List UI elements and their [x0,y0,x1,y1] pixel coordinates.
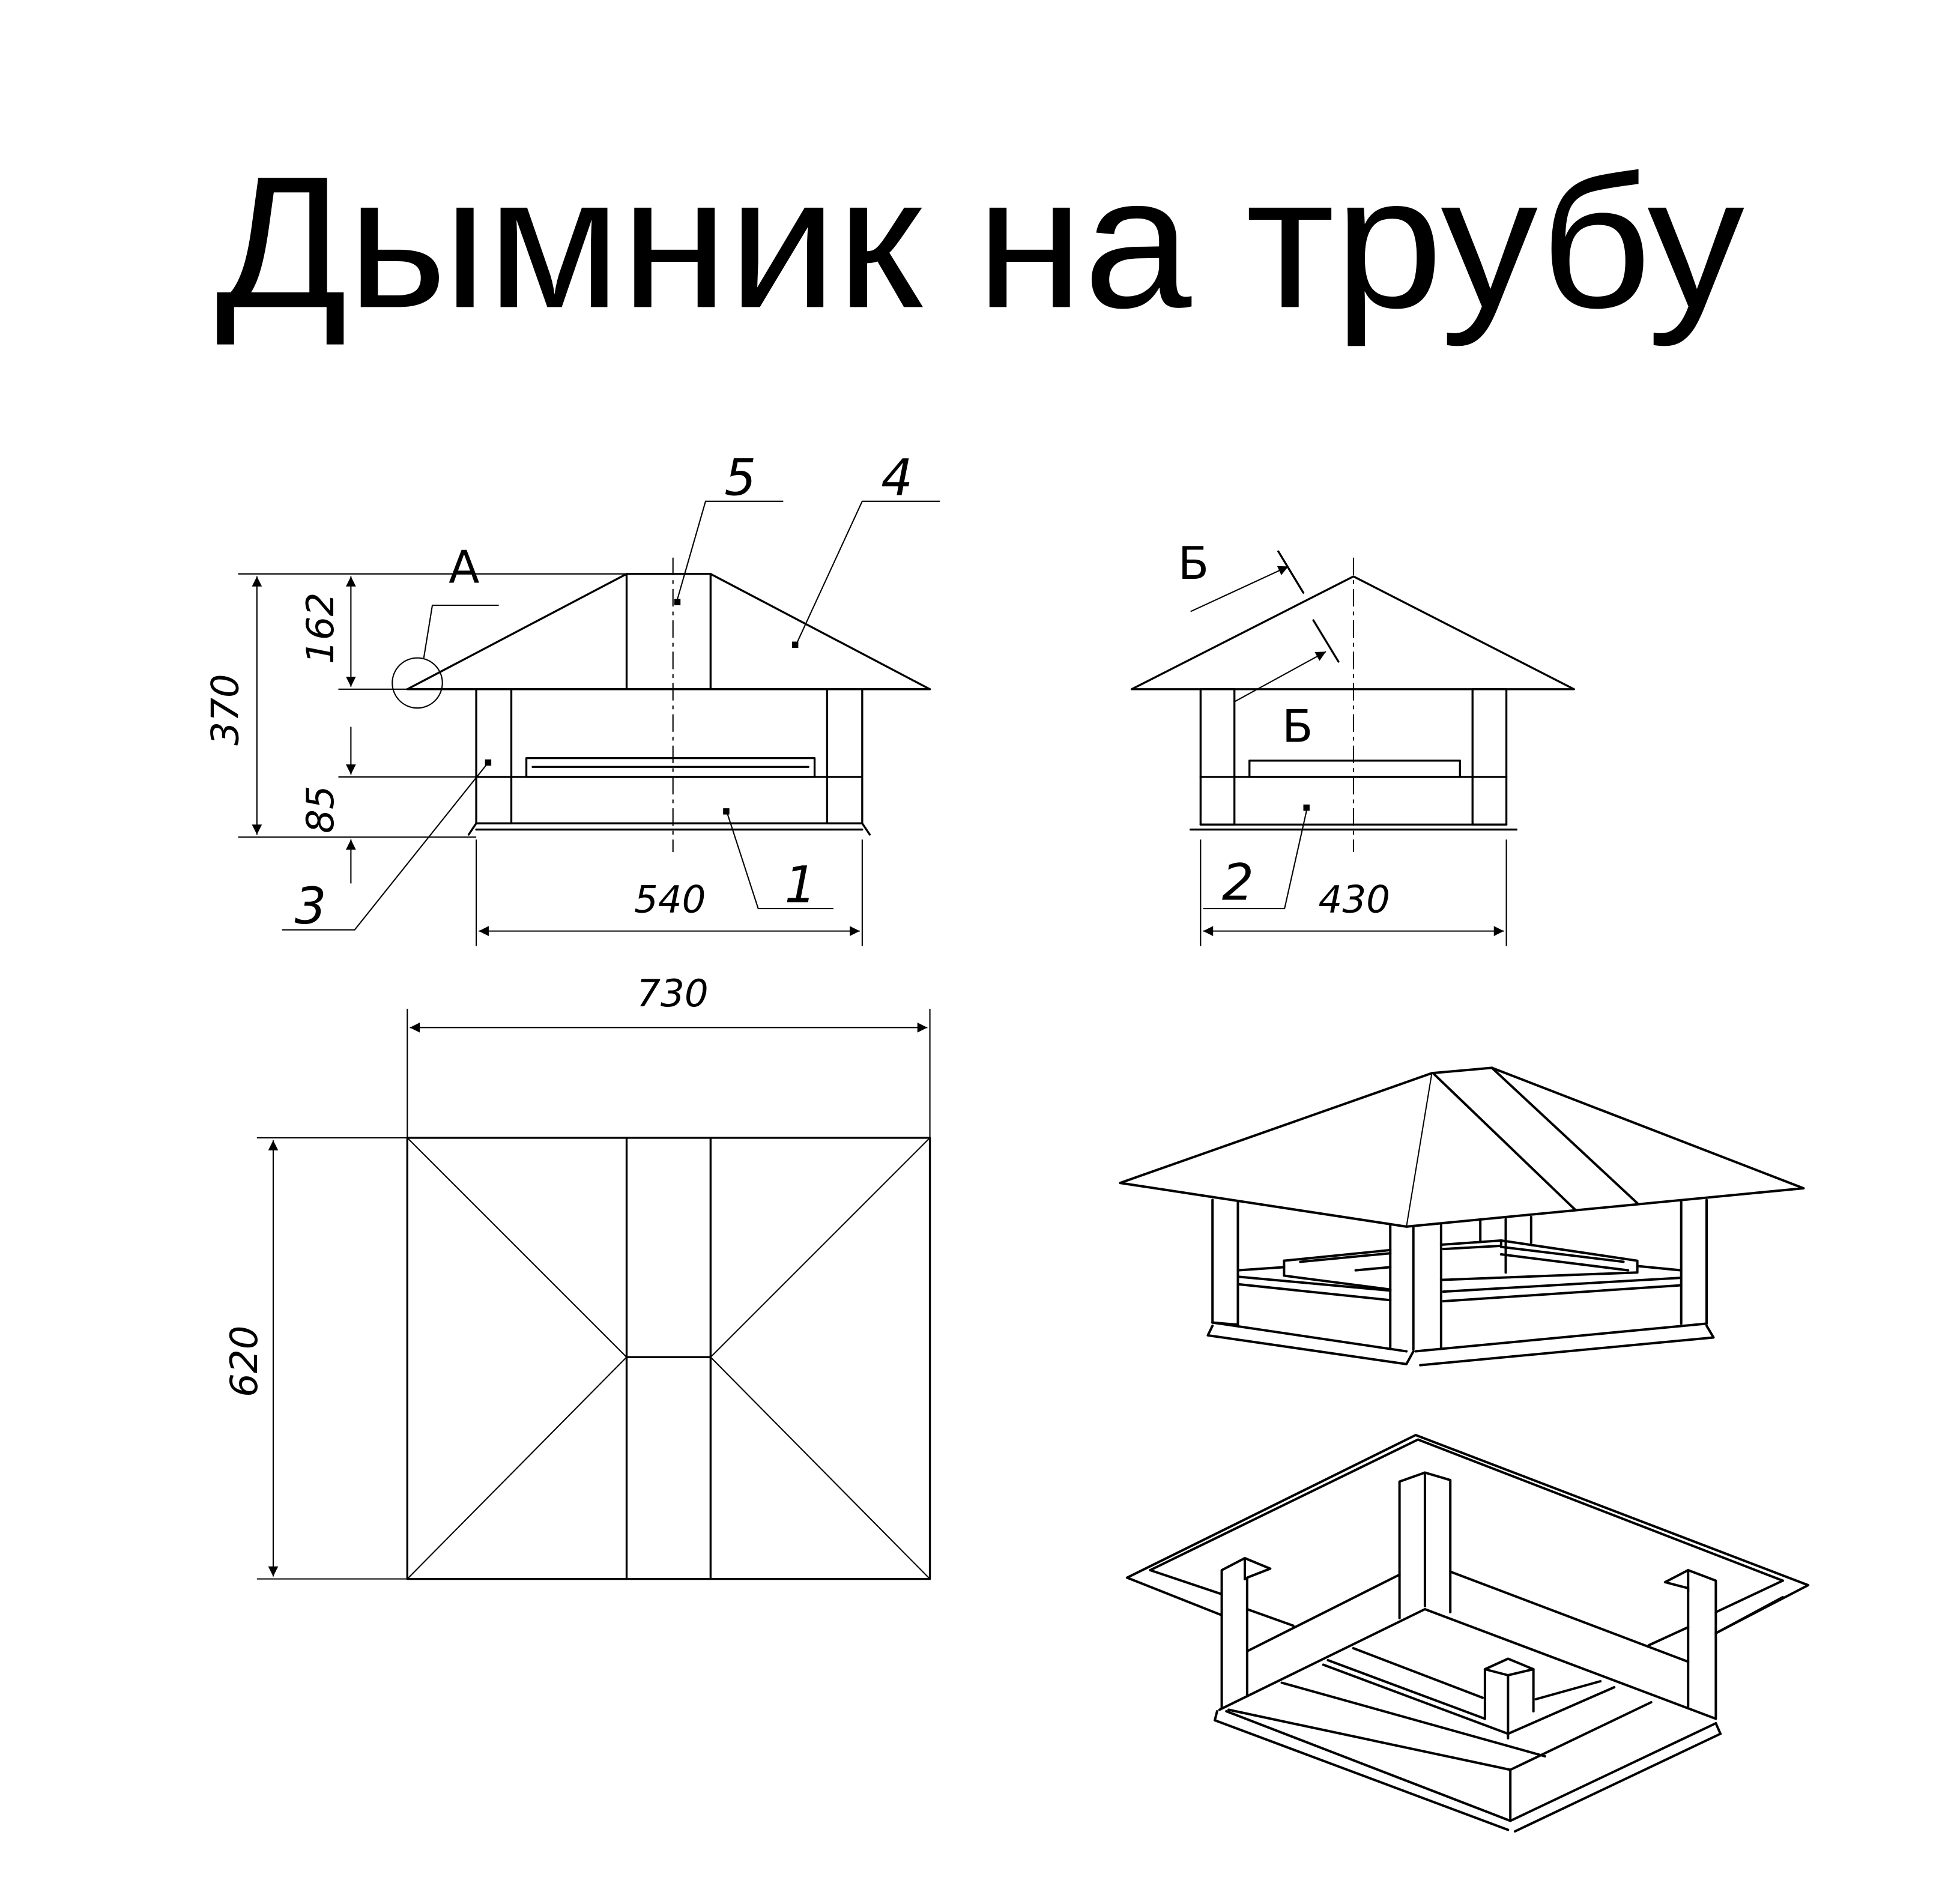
plan-view: 730 620 [222,972,931,1580]
label-part-1: 1 [784,856,816,914]
label-part-2: 2 [1222,853,1254,911]
front-view: 5 4 А 370 162 85 3 540 [204,449,940,946]
label-part-5: 5 [724,449,756,507]
post-right [826,688,864,824]
isometric-top-view [1120,1068,1803,1365]
dim-width-430: 430 [1319,877,1390,921]
dim-width-540: 540 [634,877,706,921]
label-section-b-bottom: Б [1282,700,1313,753]
dim-roof-height: 162 [298,593,342,664]
dim-total-height: 370 [204,674,247,745]
detail-a-circle [392,657,443,709]
label-detail-a: А [449,540,479,593]
post-left [475,688,513,824]
dim-length-730: 730 [637,972,708,1015]
dim-base-height: 85 [298,785,342,833]
dim-width-620: 620 [222,1326,266,1397]
label-part-3: 3 [294,877,326,935]
section-mark [1277,550,1305,594]
isometric-bottom-view [1127,1435,1808,1831]
roof-outline [406,573,931,691]
label-part-4: 4 [881,449,913,507]
label-section-b-top: Б [1178,537,1209,590]
page-title: Дымник на трубу [216,138,1744,348]
side-view: Б Б 2 430 [1130,537,1575,946]
